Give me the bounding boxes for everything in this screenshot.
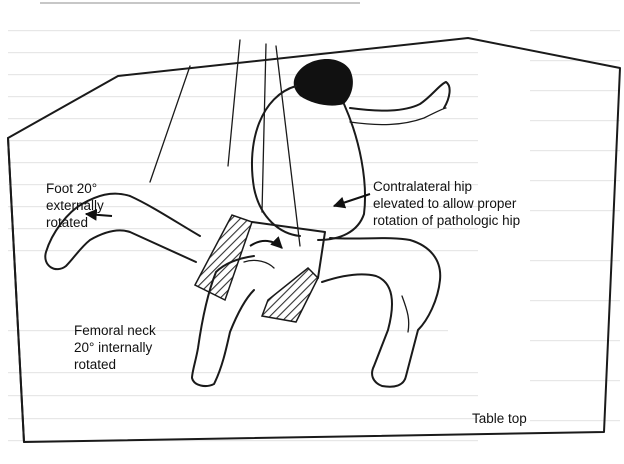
annotation-foot-line-2: externally — [46, 198, 104, 213]
annotation-hip: Contralateral hip elevated to allow prop… — [373, 179, 520, 228]
annotation-femoral-neck-line-2: 20° internally — [74, 340, 152, 355]
annotation-hip-line-1: Contralateral hip — [373, 179, 472, 194]
annotation-foot-line-3: rotated — [46, 215, 88, 230]
annotation-foot: Foot 20° externally rotated — [46, 181, 104, 230]
annotation-femoral-neck-line-3: rotated — [74, 357, 116, 372]
annotation-table-top: Table top — [472, 411, 527, 426]
annotation-hip-line-3: rotation of pathologic hip — [373, 213, 520, 228]
annotation-hip-line-2: elevated to allow proper — [373, 196, 517, 211]
annotation-femoral-neck: Femoral neck 20° internally rotated — [74, 323, 156, 372]
annotation-femoral-neck-line-1: Femoral neck — [74, 323, 156, 338]
wedge-cushion — [195, 215, 325, 322]
annotation-foot-line-1: Foot 20° — [46, 181, 97, 196]
